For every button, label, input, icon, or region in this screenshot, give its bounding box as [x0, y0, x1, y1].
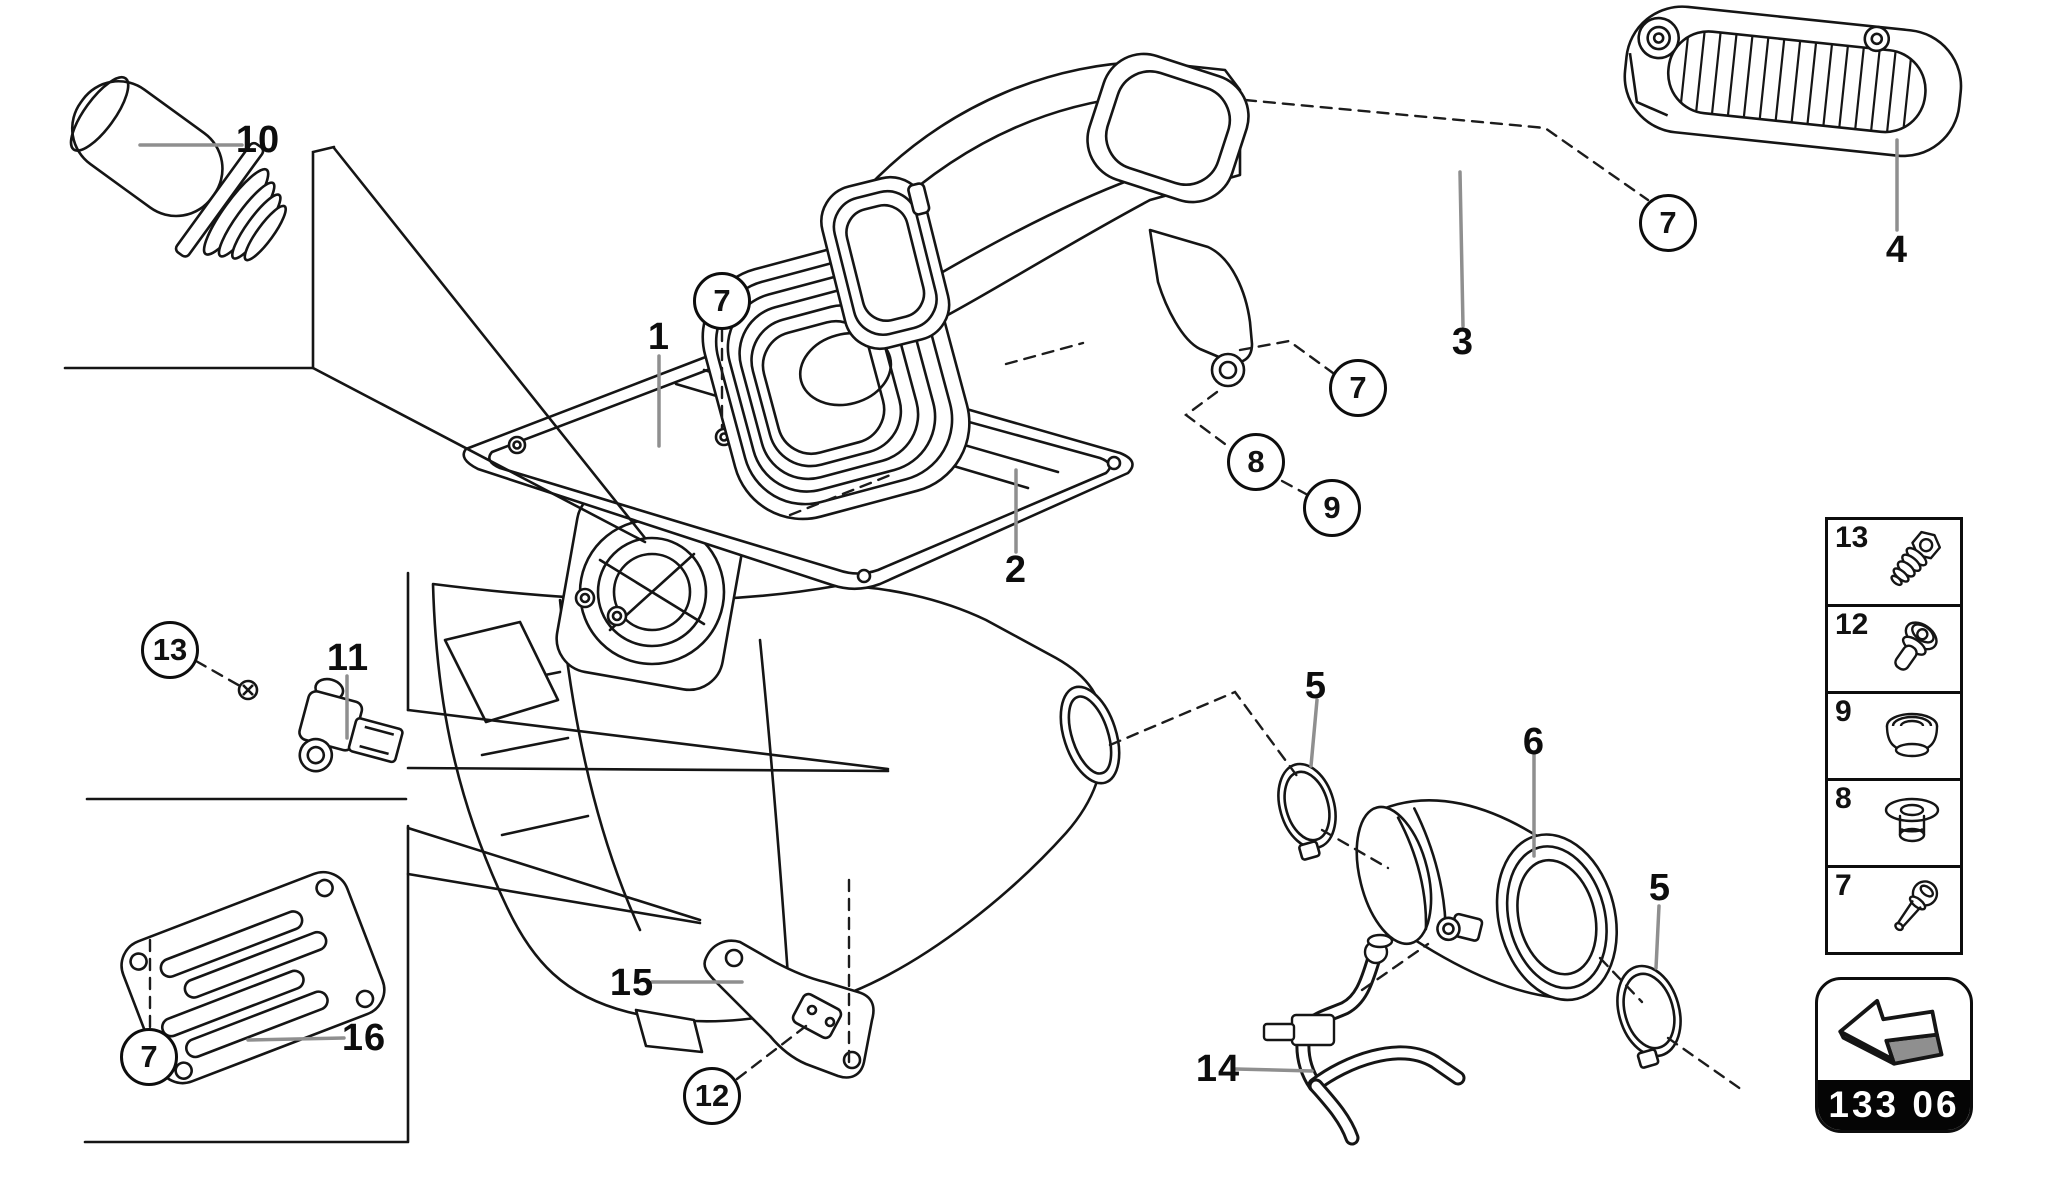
badge-icon-area: [1818, 980, 1970, 1080]
part-callout-11[interactable]: 11: [326, 637, 370, 679]
pan-head-bolt-icon: [1894, 880, 1939, 932]
legend-row-7[interactable]: 7: [1828, 868, 1960, 952]
assembly-dashed-lines: [148, 98, 1747, 1094]
pressure-sensor-drawing: [237, 677, 404, 773]
circled-callout-13[interactable]: 13: [141, 621, 199, 679]
part-callout-1[interactable]: 1: [647, 316, 671, 358]
mass-airflow-tube-drawing: [69, 75, 287, 262]
part-callout-2[interactable]: 2: [1004, 549, 1028, 591]
circled-callout-7-cover[interactable]: 7: [120, 1028, 178, 1086]
intake-duct-drawing: [820, 52, 1254, 388]
circled-callout-9[interactable]: 9: [1303, 479, 1361, 537]
legend-row-12[interactable]: 12: [1828, 607, 1960, 694]
part-callout-5-right[interactable]: 5: [1648, 867, 1672, 909]
part-callout-4[interactable]: 4: [1885, 229, 1909, 271]
legend-number: 13: [1835, 521, 1869, 554]
part-callout-14[interactable]: 14: [1195, 1048, 1241, 1090]
circled-callout-7-grille[interactable]: 7: [1639, 194, 1697, 252]
diagram-group-code: 133 06: [1828, 1084, 1960, 1125]
legend-row-9[interactable]: 9: [1828, 694, 1960, 781]
diagram-group-badge[interactable]: 133 06: [1815, 977, 1973, 1133]
legend-row-8[interactable]: 8: [1828, 781, 1960, 868]
circled-callout-7-duct[interactable]: 7: [1329, 359, 1387, 417]
legend-number: 7: [1835, 869, 1852, 902]
circled-callout-12[interactable]: 12: [683, 1067, 741, 1125]
hose-clamp-right-drawing: [1616, 964, 1682, 1069]
part-callout-6[interactable]: 6: [1522, 721, 1546, 763]
lower-cover-drawing: [120, 870, 386, 1085]
flanged-bushing-icon: [1884, 797, 1940, 843]
legend-number: 12: [1835, 608, 1869, 641]
part-callout-15[interactable]: 15: [609, 962, 655, 1004]
hardware-legend-table: 13 12: [1825, 517, 1963, 955]
legend-number: 9: [1835, 695, 1852, 728]
part-callout-10[interactable]: 10: [235, 119, 281, 161]
part-callout-16[interactable]: 16: [341, 1017, 387, 1059]
leader-lines: [63, 145, 890, 1144]
circled-callout-7-lid[interactable]: 7: [693, 272, 751, 330]
circled-callout-8[interactable]: 8: [1227, 433, 1285, 491]
callout-label-lines: [138, 138, 1899, 1073]
badge-code-band: 133 06: [1818, 1080, 1970, 1130]
hex-flange-screw-icon: [1890, 530, 1942, 587]
vent-hose-drawing: [1262, 933, 1466, 1146]
connecting-sleeve-drawing: [1355, 798, 1619, 1002]
part-callout-3[interactable]: 3: [1451, 321, 1475, 363]
part-callout-5-left[interactable]: 5: [1304, 665, 1328, 707]
rubber-grommet-icon: [1885, 712, 1939, 758]
legend-row-13[interactable]: 13: [1828, 520, 1960, 607]
exploded-view-arrow-icon: [1838, 998, 1944, 1066]
hose-clamp-left-drawing: [1277, 762, 1337, 861]
legend-number: 8: [1835, 782, 1852, 815]
air-intake-grille-drawing: [1623, 5, 1963, 158]
expansion-rivet-icon: [1894, 621, 1938, 671]
